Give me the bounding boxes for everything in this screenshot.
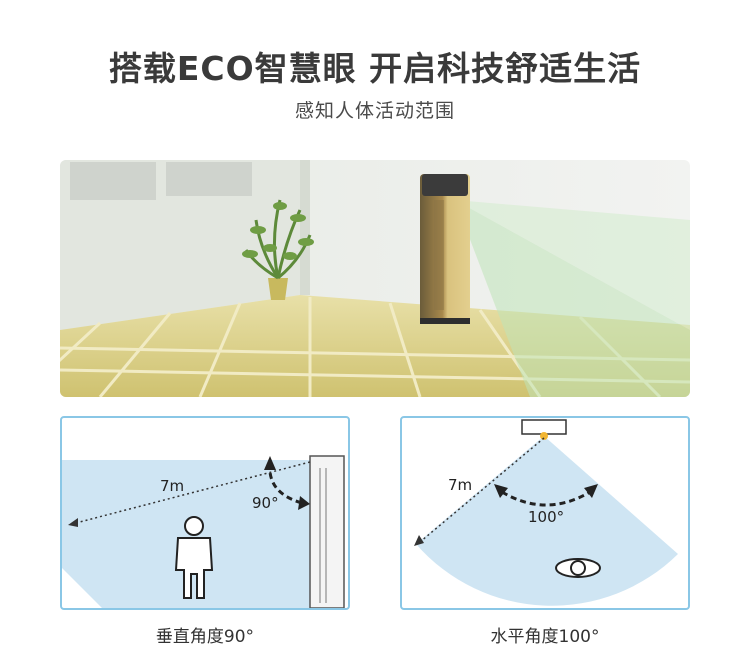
- vertical-caption: 垂直角度90°: [155, 627, 255, 647]
- vertical-diagram: 7m 90°: [62, 455, 345, 608]
- room-scene: [60, 160, 690, 397]
- person-topview-icon: [555, 558, 601, 578]
- ac-side-view-icon: [309, 455, 345, 608]
- horizontal-sensor-zone: [416, 436, 678, 606]
- horizontal-angle-label: 100°: [528, 508, 564, 526]
- person-icon: [174, 516, 214, 599]
- page-subtitle: 感知人体活动范围: [294, 100, 455, 122]
- wall-frame-2: [166, 162, 252, 196]
- horizontal-caption: 水平角度100°: [490, 627, 600, 647]
- horizontal-diagram: 7m 100°: [414, 419, 678, 606]
- left-wall: [60, 160, 300, 330]
- vertical-angle-label: 90°: [252, 494, 279, 512]
- potted-plant: [242, 199, 314, 300]
- horizontal-distance-label: 7m: [448, 476, 472, 494]
- standing-air-conditioner: [420, 174, 470, 324]
- horizontal-distance-line: [419, 437, 545, 543]
- vertical-sensor-zone: [62, 460, 310, 608]
- vertical-distance-label: 7m: [160, 477, 184, 495]
- horizontal-angle-panel: 7m 100°: [400, 416, 690, 610]
- vertical-distance-line: [71, 461, 311, 525]
- sensor-cone: [455, 200, 690, 397]
- ac-top-view-icon: [521, 419, 567, 440]
- room-illustration: [60, 160, 690, 397]
- page-title: 搭载ECO智慧眼 开启科技舒适生活: [108, 49, 642, 88]
- horizontal-angle-arc: [501, 490, 591, 507]
- vertical-angle-panel: 7m 90°: [60, 416, 350, 610]
- wall-frame-1: [70, 162, 156, 200]
